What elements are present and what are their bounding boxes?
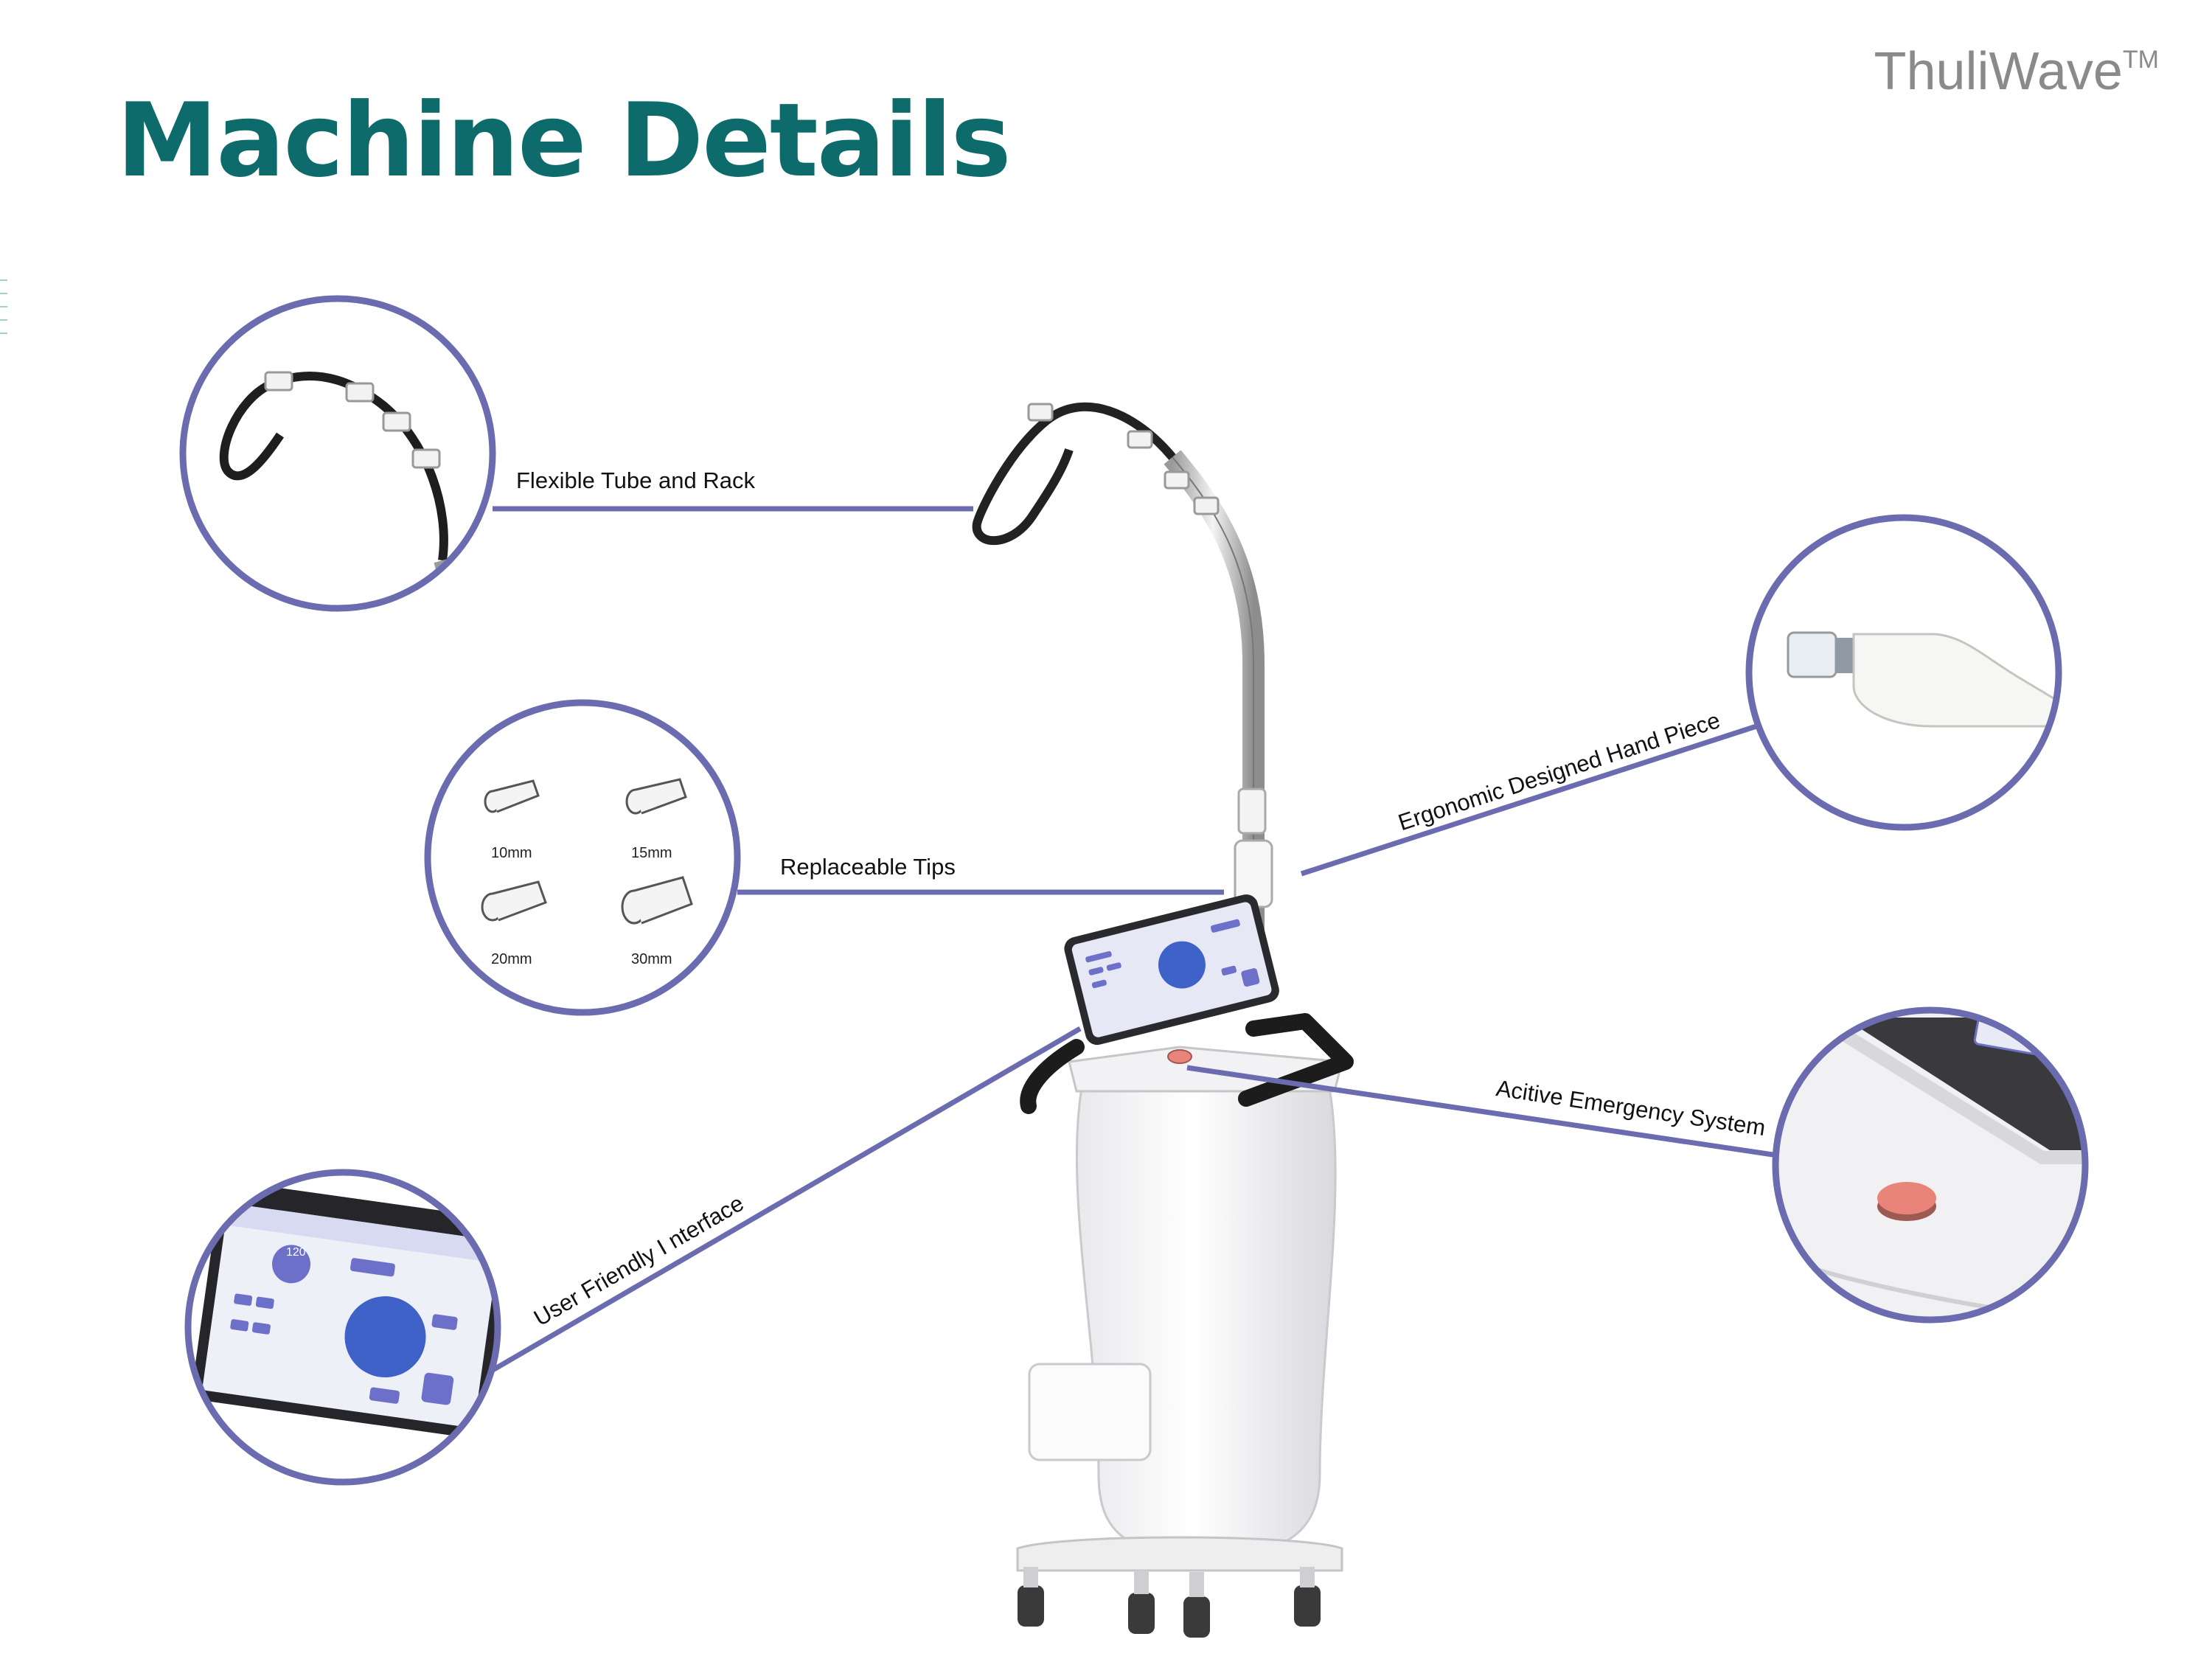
- tip-label-10: 10mm: [491, 845, 532, 861]
- brand-logo: ThuliWaveTM: [1874, 41, 2159, 102]
- detail-circle-tips: [424, 699, 741, 1016]
- detail-circle-handpiece: [1745, 514, 2062, 831]
- detail-circle-emergency: [1772, 1006, 2089, 1324]
- detail-circle-interface: [184, 1169, 501, 1486]
- tip-label-30: 30mm: [631, 951, 672, 967]
- screen-value: 120: [286, 1246, 306, 1259]
- brand-trademark: TM: [2122, 46, 2159, 74]
- page-title: Machine Details: [116, 81, 1012, 200]
- machine: [972, 402, 1354, 1638]
- detail-circle-tube: [179, 295, 496, 612]
- edge-marks: [0, 279, 7, 334]
- tip-label-20: 20mm: [491, 951, 532, 967]
- label-replaceable-tips: Replaceable Tips: [780, 854, 956, 880]
- brand-name: ThuliWave: [1874, 42, 2123, 101]
- tip-label-15: 15mm: [631, 845, 672, 861]
- label-flexible-tube: Flexible Tube and Rack: [516, 467, 755, 493]
- connector-lines: [489, 506, 1784, 1374]
